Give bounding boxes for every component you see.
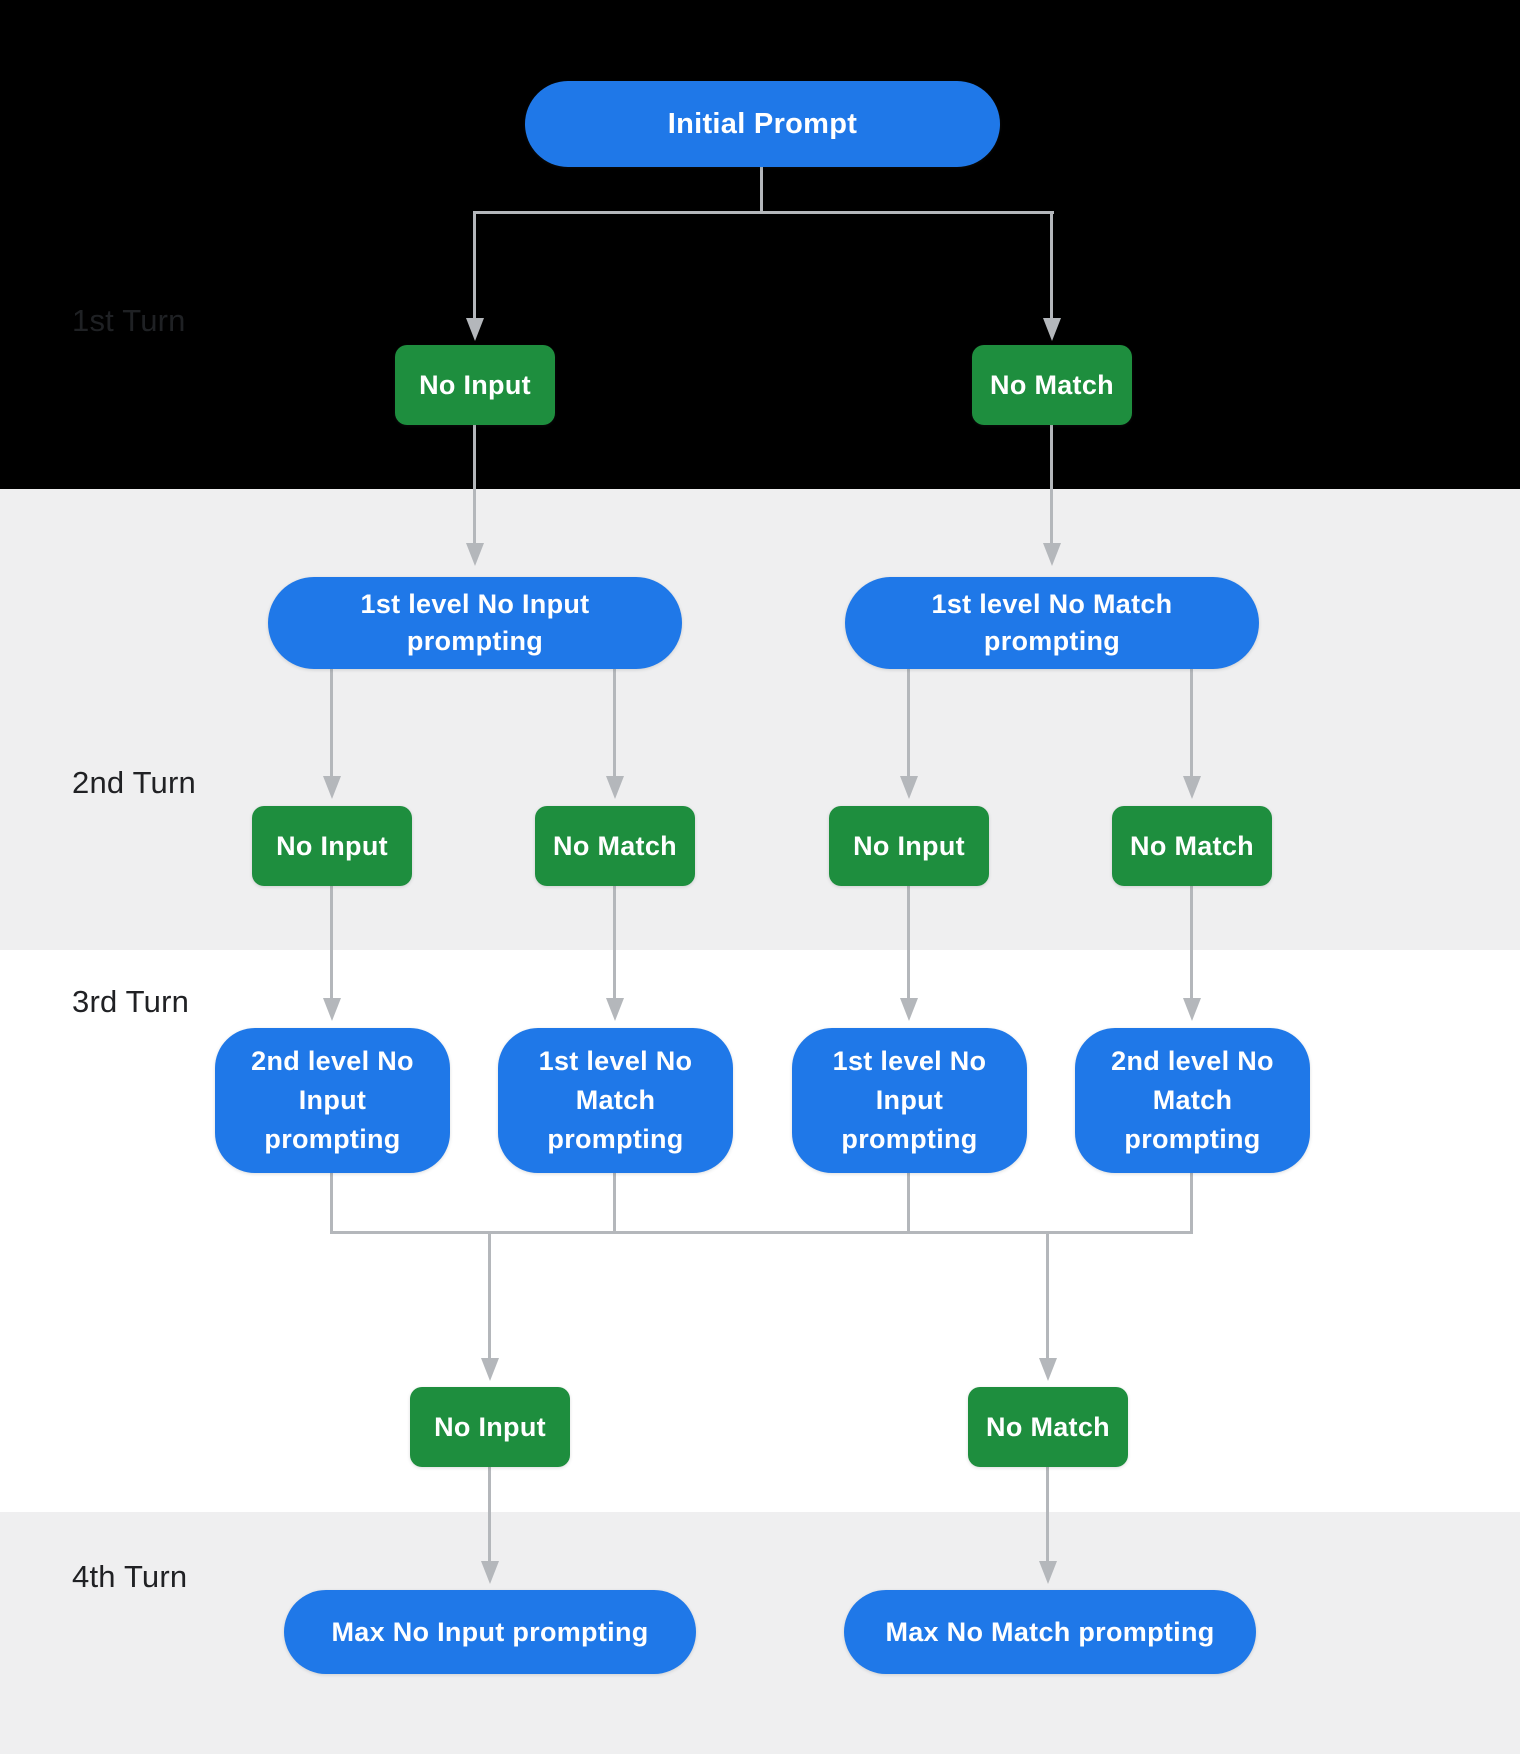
merge-line (330, 1231, 1193, 1234)
arrow-t2-2-to-l2-2-stem (613, 886, 616, 1000)
level1-no-input-prompting-node-2: 1st level No Input prompting (792, 1028, 1027, 1173)
arrow-t2-2-to-l2-2-head (606, 998, 624, 1021)
arrow-merge-to-t3-nomatch-stem (1046, 1233, 1049, 1360)
band-turn1-dark (0, 0, 1520, 489)
arrow-t3-noinput-to-max-stem (488, 1467, 491, 1563)
turn-label-1st: 1st Turn (72, 303, 186, 338)
turn1-no-match-node: No Match (972, 345, 1132, 425)
level1-no-match-prompting-node: 1st level No Match prompting (845, 577, 1259, 669)
arrow-t3-nomatch-to-max-head (1039, 1561, 1057, 1584)
arrow-merge-to-t3-noinput-head (481, 1358, 499, 1381)
level1-no-match-prompting-node-2: 1st level No Match prompting (498, 1028, 733, 1173)
arrow-t2-1-to-l2-1-stem (330, 886, 333, 1000)
turn3-no-input-node: No Input (410, 1387, 570, 1467)
merge-stub-l2-3 (907, 1173, 910, 1233)
arrow-turn1-noinput-to-prompt-stem (473, 425, 476, 545)
initial-prompt-node: Initial Prompt (525, 81, 1000, 167)
arrow-t2-3-to-l2-3-stem (907, 886, 910, 1000)
arrow-l1nm-to-t2-noinput-head (900, 776, 918, 799)
arrow-l1nm-to-t2-noinput-stem (907, 669, 910, 778)
level2-no-input-prompting-node: 2nd level No Input prompting (215, 1028, 450, 1173)
merge-stub-l2-2 (613, 1173, 616, 1233)
turn3-no-match-node: No Match (968, 1387, 1128, 1467)
arrow-root-to-turn1-noinput-head (466, 318, 484, 341)
arrow-t2-1-to-l2-1-head (323, 998, 341, 1021)
arrow-merge-to-t3-noinput-stem (488, 1233, 491, 1360)
arrow-l1nm-to-t2-nomatch-stem (1190, 669, 1193, 778)
arrow-t2-4-to-l2-4-stem (1190, 886, 1193, 1000)
arrow-l1nm-to-t2-nomatch-head (1183, 776, 1201, 799)
turn2-no-input-node-1: No Input (252, 806, 412, 886)
arrow-turn1-nomatch-to-prompt-stem (1050, 425, 1053, 545)
arrow-t3-nomatch-to-max-stem (1046, 1467, 1049, 1563)
arrow-l1ni-to-t2-noinput-stem (330, 669, 333, 778)
arrow-t3-noinput-to-max-head (481, 1561, 499, 1584)
merge-stub-l2-4 (1190, 1173, 1193, 1233)
level2-no-match-prompting-node: 2nd level No Match prompting (1075, 1028, 1310, 1173)
connector-root-stem (760, 167, 763, 213)
arrow-turn1-nomatch-to-prompt-head (1043, 543, 1061, 566)
turn-label-3rd: 3rd Turn (72, 984, 190, 1019)
connector-root-branch-line (473, 211, 1054, 214)
turn-label-4th: 4th Turn (72, 1559, 188, 1594)
arrow-t2-4-to-l2-4-head (1183, 998, 1201, 1021)
arrow-merge-to-t3-nomatch-head (1039, 1358, 1057, 1381)
arrow-root-to-turn1-noinput-stem (473, 213, 476, 320)
band-turn4-gray (0, 1512, 1520, 1754)
turn2-no-match-node-2: No Match (1112, 806, 1272, 886)
arrow-l1ni-to-t2-noinput-head (323, 776, 341, 799)
band-turn2-gray (0, 489, 1520, 950)
arrow-l1ni-to-t2-nomatch-stem (613, 669, 616, 778)
max-no-match-prompting-node: Max No Match prompting (844, 1590, 1256, 1674)
level1-no-input-prompting-node: 1st level No Input prompting (268, 577, 682, 669)
turn1-no-input-node: No Input (395, 345, 555, 425)
arrow-l1ni-to-t2-nomatch-head (606, 776, 624, 799)
merge-stub-l2-1 (330, 1173, 333, 1233)
arrow-root-to-turn1-nomatch-stem (1050, 213, 1053, 320)
turn-label-2nd: 2nd Turn (72, 765, 196, 800)
max-no-input-prompting-node: Max No Input prompting (284, 1590, 696, 1674)
arrow-root-to-turn1-nomatch-head (1043, 318, 1061, 341)
turn2-no-match-node-1: No Match (535, 806, 695, 886)
turn2-no-input-node-2: No Input (829, 806, 989, 886)
arrow-t2-3-to-l2-3-head (900, 998, 918, 1021)
arrow-turn1-noinput-to-prompt-head (466, 543, 484, 566)
